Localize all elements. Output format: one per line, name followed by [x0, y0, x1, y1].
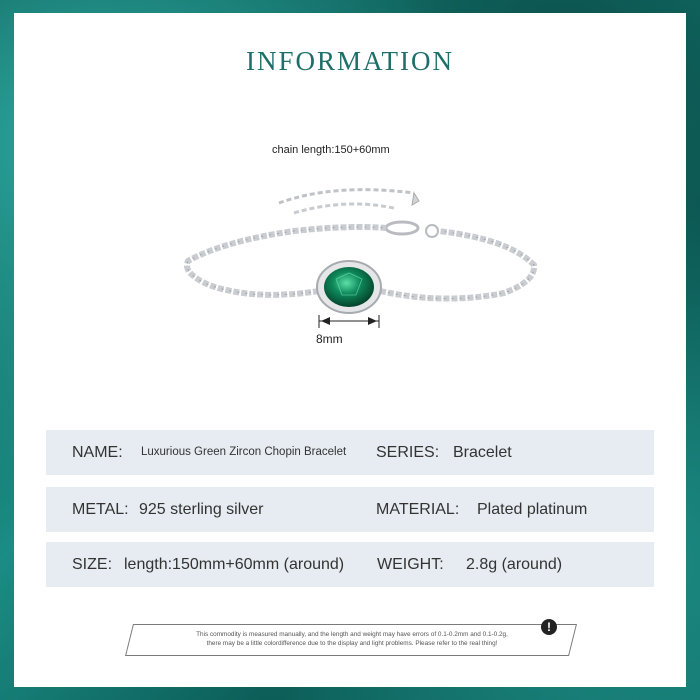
size-value: length:150mm+60mm (around) — [124, 556, 345, 573]
weight-label: WEIGHT: — [377, 556, 444, 573]
info-panel: INFORMATION chain length:150+60mm — [14, 13, 686, 687]
arrow-left-icon — [321, 317, 330, 325]
spec-row-size-weight: SIZE: length:150mm+60mm (around) WEIGHT:… — [46, 542, 654, 587]
name-label: NAME: — [72, 444, 123, 461]
series-label: SERIES: — [376, 444, 440, 461]
jump-ring — [425, 224, 439, 238]
exclamation-icon: ! — [541, 619, 557, 635]
stone-size-label: 8mm — [316, 332, 343, 346]
lobster-clasp — [384, 220, 420, 236]
material-value: Plated platinum — [477, 501, 588, 518]
series-value: Bracelet — [453, 444, 512, 461]
arrow-right-icon — [368, 317, 377, 325]
metal-value: 925 sterling silver — [139, 501, 264, 518]
chain-length-label: chain length:150+60mm — [272, 144, 390, 156]
metal-label: METAL: — [72, 501, 129, 518]
chain-tag — [411, 191, 420, 206]
name-value: Luxurious Green Zircon Chopin Bracelet — [141, 446, 347, 458]
spec-row-metal-material: METAL: 925 sterling silver MATERIAL: Pla… — [46, 487, 654, 532]
notice-line-1: This commodity is measured manually, and… — [196, 631, 508, 638]
size-label: SIZE: — [72, 556, 113, 573]
spec-row-name-series: NAME: Luxurious Green Zircon Chopin Brac… — [46, 430, 654, 475]
bracelet-image — [184, 188, 538, 328]
page-title: INFORMATION — [245, 46, 454, 76]
green-zircon-stone — [324, 267, 374, 307]
material-label: MATERIAL: — [376, 501, 460, 518]
weight-value: 2.8g (around) — [466, 556, 563, 573]
notice-text: This commodity is measured manually, and… — [139, 630, 565, 648]
extension-chain — [278, 188, 415, 205]
notice-line-2: there may be a little colordifference du… — [206, 640, 498, 647]
chain-right — [379, 228, 538, 302]
